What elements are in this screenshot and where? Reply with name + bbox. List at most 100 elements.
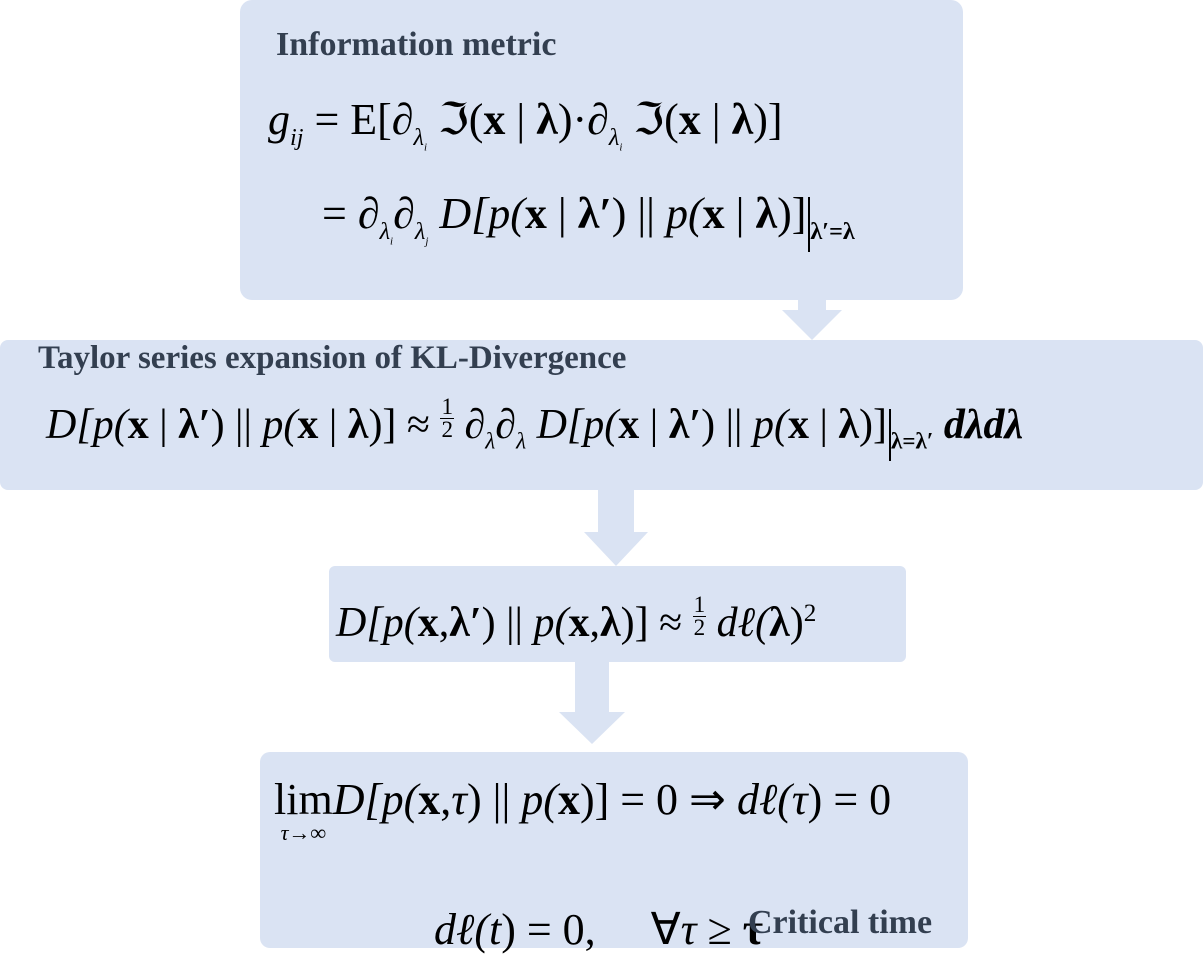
evaluation-bar: [808, 197, 811, 253]
eq-vector: x: [297, 402, 319, 449]
eq-subscript: λ: [485, 427, 496, 454]
eq-text: ,: [438, 600, 450, 647]
eq-text: )]: [753, 95, 783, 144]
eq-text: ,: [589, 600, 600, 647]
eq-text: p(: [262, 402, 298, 449]
eq-text: ∂: [495, 402, 517, 449]
eq-text: dℓ(: [434, 905, 489, 954]
eq-text: D[: [332, 775, 382, 824]
eq-vector: dλdλ: [943, 402, 1024, 449]
eq-vector: x: [483, 95, 506, 144]
fraction-denominator: 2: [693, 613, 706, 640]
evaluation-bar: [889, 408, 891, 462]
fraction-denominator: 2: [441, 415, 454, 442]
eq-text: ): [789, 600, 804, 647]
eq-text: p(: [752, 402, 788, 449]
eq-text: ℑ(: [633, 95, 679, 144]
eq-vector: λ: [347, 402, 369, 449]
taylor-series-title: Taylor series expansion of KL-Divergence: [38, 340, 627, 376]
eq-text: D[: [336, 600, 383, 647]
eq-text: |: [318, 402, 348, 449]
critical-time-title: Critical time: [748, 904, 933, 941]
eq-vector: λ′: [449, 600, 482, 647]
information-metric-title: Information metric: [276, 26, 557, 63]
eq-text: τ: [680, 905, 697, 954]
limit-word: lim: [274, 775, 333, 824]
eq-text: )]: [859, 402, 887, 449]
eq-text: p(: [583, 402, 619, 449]
eq-vector: λ: [731, 95, 754, 144]
eq-subscript: j: [425, 235, 429, 248]
information-metric-equation-1: gij = E[∂λi ℑ(x | λ)·∂λi ℑ(x | λ)]: [268, 98, 783, 153]
eq-text: )] ≈: [368, 402, 441, 449]
eq-text: |: [808, 402, 839, 449]
eq-vector: x: [417, 600, 439, 647]
eq-text: ) = 0: [807, 775, 892, 824]
eq-subscript: λ: [516, 427, 527, 454]
eq-text: ≥: [696, 905, 743, 954]
eq-text: t: [488, 905, 502, 954]
eq-vector: x: [568, 600, 590, 647]
eq-text: p(: [521, 775, 558, 824]
eq-text: D[: [46, 402, 93, 449]
eq-vector: x: [127, 402, 149, 449]
flow-arrow-3: [559, 660, 625, 744]
eq-text: |: [546, 189, 578, 238]
eq-text: dℓ(: [716, 600, 770, 647]
eq-subscript: λ: [379, 217, 391, 245]
eq-vector: λ: [536, 95, 558, 144]
critical-time-condition: dℓ(t) = 0, ∀τ ≥ τ: [412, 864, 763, 952]
fraction-numerator: 1: [692, 591, 707, 617]
eq-text: p(: [666, 189, 703, 238]
eq-subscript: λ=λ′: [891, 427, 934, 454]
eq-subscript: λ′=λ: [810, 217, 855, 245]
eq-vector: λ: [599, 600, 621, 647]
eq-text: p(: [92, 402, 128, 449]
flow-arrow-2: [584, 488, 648, 566]
approximation-box: [329, 566, 906, 662]
flow-arrow-1: [782, 298, 842, 340]
eq-superscript: 2: [803, 599, 817, 627]
limit-subscript: τ→∞: [280, 820, 327, 845]
eq-subscript: λ: [608, 123, 620, 151]
eq-text: p(: [488, 189, 525, 238]
eq-text: dℓ(: [736, 775, 792, 824]
eq-subscript: i: [619, 141, 623, 154]
eq-text: ) ||: [611, 189, 666, 238]
eq-text: ) ||: [467, 775, 522, 824]
eq-vector: λ′: [178, 402, 211, 449]
eq-text: )] = 0 ⇒: [579, 775, 737, 824]
eq-text: |: [148, 402, 179, 449]
eq-subscript: i: [424, 141, 428, 154]
eq-subscript: i: [390, 235, 394, 248]
eq-vector: λ′: [668, 402, 702, 449]
eq-text: = ∂: [322, 189, 380, 238]
eq-subscript: ij: [290, 123, 304, 151]
eq-text: ,: [440, 775, 452, 824]
eq-text: |: [700, 95, 732, 144]
eq-text: ) ||: [210, 402, 263, 449]
eq-text: |: [724, 189, 756, 238]
flow-arrow-1-shape: [782, 298, 842, 340]
eq-vector: x: [678, 95, 701, 144]
eq-text: )] ≈: [620, 600, 693, 647]
eq-text: p(: [533, 600, 569, 647]
eq-text: τ: [451, 775, 467, 824]
eq-subscript: λ: [413, 123, 425, 151]
eq-vector: λ: [769, 600, 790, 647]
eq-vector: x: [557, 775, 580, 824]
information-metric-equation-2: = ∂λi∂λj D[p(x | λ′) || p(x | λ)]λ′=λ: [322, 189, 855, 253]
eq-text: |: [505, 95, 537, 144]
eq-text: D[: [536, 402, 584, 449]
eq-text: ∂: [464, 402, 486, 449]
eq-text: )·∂: [557, 95, 609, 144]
eq-text: p(: [381, 775, 419, 824]
eq-vector: λ: [755, 189, 778, 238]
eq-text: ∂: [393, 189, 415, 238]
